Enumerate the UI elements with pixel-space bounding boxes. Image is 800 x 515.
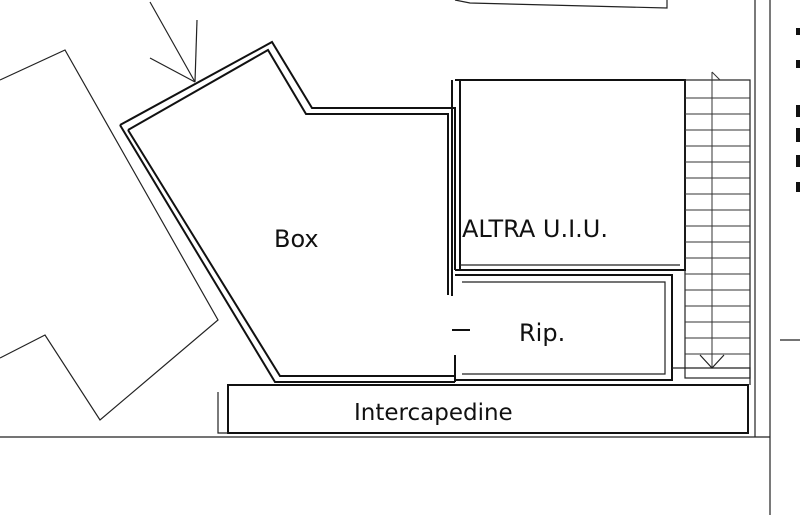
room-label-box: Box: [274, 225, 319, 253]
room-label-altra-uiu: ALTRA U.I.U.: [462, 215, 608, 243]
room-label-rip: Rip.: [519, 319, 565, 347]
rip-room-walls: [455, 274, 673, 381]
staircase: [684, 71, 751, 379]
room-label-intercapedine: Intercapedine: [354, 400, 513, 426]
right-edge-marks: [796, 28, 800, 192]
entry-arrow: [149, 1, 198, 83]
box-room-walls: [119, 40, 456, 383]
intercapedine-walls: [217, 367, 751, 434]
adjacent-building-outline: [0, 49, 219, 421]
partition-wall: [451, 80, 470, 382]
top-edge-fragment: [454, 0, 668, 9]
